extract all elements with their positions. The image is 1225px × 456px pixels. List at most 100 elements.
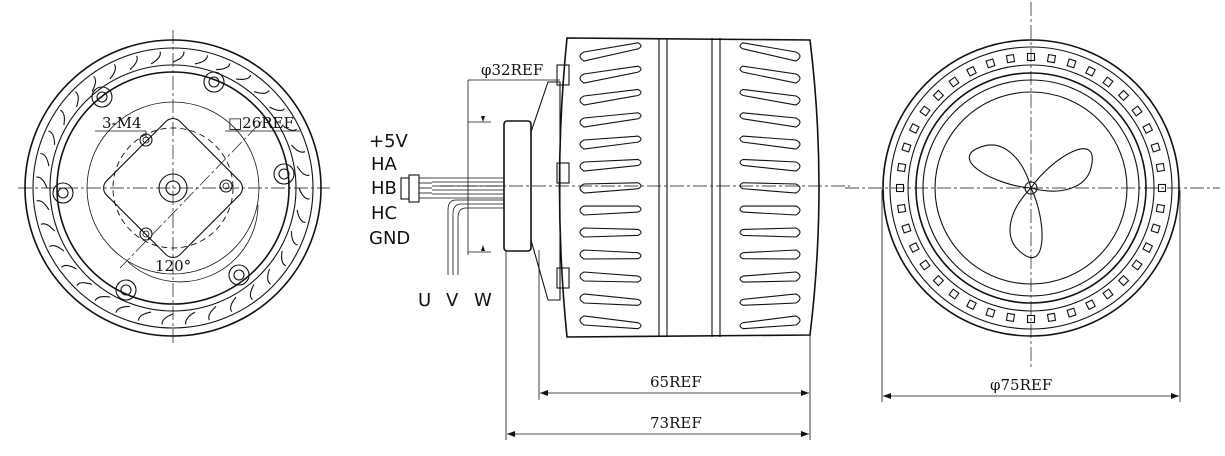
front-tread-block — [60, 264, 77, 270]
front-tread-block — [40, 223, 56, 232]
front-tread-block — [172, 51, 185, 63]
front-tread-block — [281, 250, 287, 267]
front-tread-block — [94, 296, 111, 302]
tread-slot — [579, 293, 642, 306]
front-tread-block — [137, 311, 152, 321]
rear-tread-block — [1085, 65, 1096, 77]
front-tread-block — [185, 311, 196, 325]
rear-tread-block — [1157, 183, 1167, 193]
front-tread-block — [161, 313, 174, 325]
fan-blade — [1030, 148, 1093, 192]
phase-wire — [457, 207, 504, 275]
outer-diameter-label: φ75REF — [990, 376, 1052, 394]
tread-slot — [739, 112, 801, 128]
bolt-core — [57, 187, 69, 199]
front-tread-block — [48, 130, 56, 145]
tread-slot — [579, 42, 642, 62]
front-tread-block — [249, 284, 255, 301]
rear-tread-block — [1155, 162, 1166, 173]
m4-hole — [219, 179, 233, 193]
tread-slot — [739, 182, 801, 194]
length-total-label: 73REF — [650, 414, 702, 432]
tread-slot — [739, 158, 801, 172]
tread-slot — [579, 249, 642, 260]
rear-tread-block — [932, 89, 945, 102]
tread-slot — [579, 227, 642, 238]
rear-tread-block — [901, 223, 912, 234]
drum-tread-slots — [579, 42, 801, 330]
rear-tread-block — [1131, 105, 1143, 117]
cap-taper — [530, 81, 561, 301]
tread-slot — [579, 205, 642, 216]
front-tread-block — [208, 305, 217, 321]
phase-label-row: U V W — [418, 290, 492, 311]
tread-slot — [579, 88, 642, 106]
rear-tread-block — [1117, 274, 1130, 287]
wire-label: HB — [371, 178, 397, 199]
connector-ribs — [419, 177, 432, 199]
bolt-head — [115, 279, 137, 301]
rear-tread-block — [985, 307, 996, 318]
m4-hole — [139, 227, 153, 241]
side-lug-bottom — [556, 267, 570, 289]
phase-wire — [452, 203, 504, 275]
tread-slot — [739, 42, 801, 62]
tread-slot — [579, 158, 642, 172]
bolt-core — [278, 168, 290, 180]
rear-tread-block — [1046, 53, 1057, 64]
front-tread-block — [36, 200, 50, 211]
side-lug-top — [556, 64, 570, 86]
rear-tread-block — [901, 142, 912, 153]
rear-tread-block — [1150, 142, 1161, 153]
front-tread-block — [290, 144, 306, 153]
rear-tread-block — [1102, 76, 1114, 88]
rear-tread-pattern — [895, 52, 1167, 324]
front-tread-block — [109, 63, 116, 80]
front-tread-block — [76, 282, 93, 286]
front-tread-block — [115, 305, 130, 313]
fan-blades — [968, 144, 1093, 259]
rear-tread-block — [1026, 314, 1036, 324]
bolt-head — [52, 182, 74, 204]
bolt-head — [273, 163, 295, 185]
side-view: +5V HA HB HC GND U V W — [369, 37, 850, 440]
front-bolt-group — [52, 71, 295, 301]
front-tread-block — [40, 152, 50, 167]
phase-label: V — [446, 290, 459, 311]
front-m4-holes — [139, 133, 233, 241]
front-tread-block — [216, 63, 231, 71]
bolt-head — [91, 86, 113, 108]
phase-wire — [447, 199, 504, 275]
rear-tread-block — [919, 259, 931, 271]
front-tread-pattern — [36, 51, 310, 325]
bolt-core — [233, 269, 245, 281]
wire-label: HA — [371, 154, 398, 175]
front-tread-block — [290, 231, 298, 246]
tread-slot — [579, 315, 642, 330]
front-tread-block — [48, 245, 65, 252]
side-lug — [556, 162, 570, 184]
wire-label: HC — [371, 203, 397, 224]
front-tread-block — [298, 187, 310, 200]
front-tread-block — [59, 109, 65, 126]
wire-label: +5V — [369, 131, 409, 152]
rear-tread-block — [1005, 53, 1016, 64]
hall-connector — [400, 177, 410, 200]
m4-hole-core — [142, 230, 150, 238]
front-tread-block — [91, 75, 97, 92]
front-tread-block — [296, 209, 306, 224]
rear-tread-block — [896, 203, 907, 214]
front-tread-block — [75, 91, 79, 108]
tread-slot — [739, 88, 801, 106]
bolt-core — [120, 284, 132, 296]
rear-tread-block — [1066, 58, 1077, 69]
front-tread-block — [230, 296, 237, 313]
wire-label: GND — [369, 228, 410, 249]
tread-slot — [739, 205, 801, 216]
rear-view: φ75REF — [845, 2, 1220, 402]
tread-slot — [739, 227, 801, 238]
square-callout-label: □26REF — [228, 114, 294, 132]
rear-tread-block — [932, 274, 945, 287]
phase-wire-bundle — [447, 199, 504, 275]
rear-tread-block — [919, 105, 931, 117]
